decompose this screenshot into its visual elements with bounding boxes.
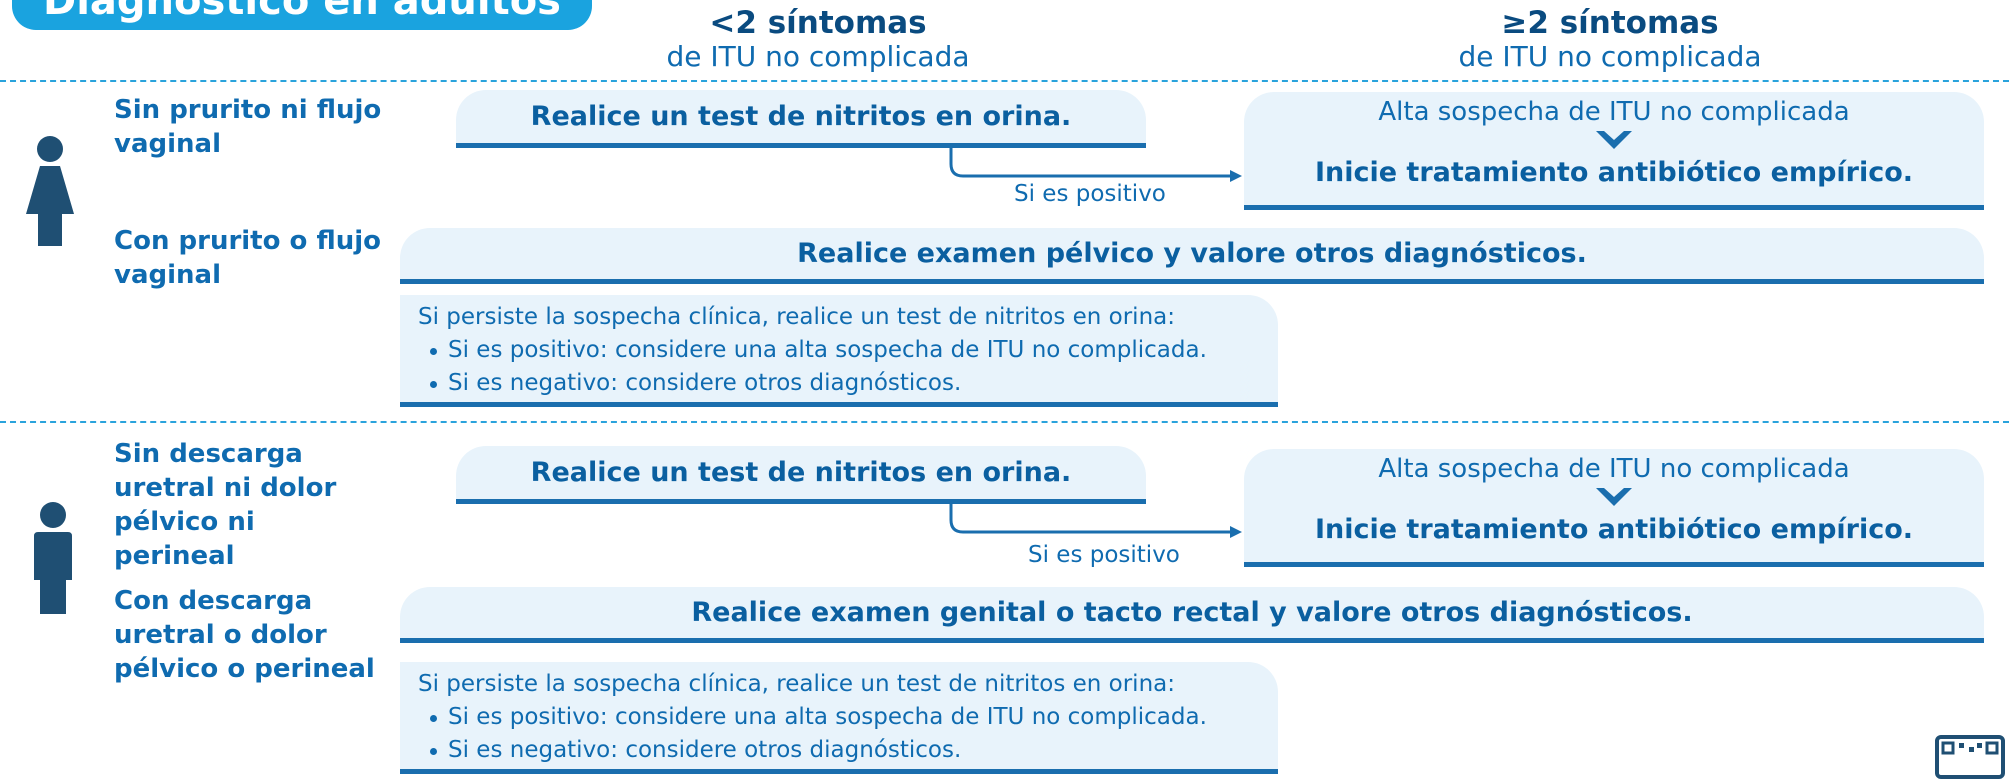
women-condition-1: Sin prurito ni flujo vaginal [114,95,382,159]
qr-code-icon [1935,735,2005,779]
woman-icon [26,136,74,246]
men-positive-label: Si es positivo [1028,542,1180,568]
column-header-right-bold: ≥2 síntomas [1501,5,1719,41]
chevron-down-icon [1596,131,1632,149]
women-pelvic-exam-box: Realice examen pélvico y valore otros di… [400,228,1984,284]
women-nitrite-test-box: Realice un test de nitritos en orina. [456,90,1146,148]
column-header-left-sub: de ITU no complicada [666,39,970,73]
women-note-item: Si es negativo: considere otros diagnóst… [430,367,1278,400]
women-condition-2: Con prurito o flujo vaginal [114,226,381,290]
men-treatment-text: Inicie tratamiento antibiótico empírico. [1314,514,1914,545]
page-title: Diagnóstico en adultos [12,0,592,30]
women-positive-arrow [949,146,1242,182]
women-persist-note: Si persiste la sospecha clínica, realice… [400,295,1278,407]
women-positive-label: Si es positivo [1014,181,1166,207]
men-positive-arrow [949,502,1242,538]
women-high-suspicion-box: Alta sospecha de ITU no complicada Inici… [1244,92,1984,210]
men-nitrite-test-box: Realice un test de nitritos en orina. [456,446,1146,504]
column-header-left-bold: <2 síntomas [709,5,927,41]
men-high-suspicion-text: Alta sospecha de ITU no complicada [1378,454,1850,484]
women-high-suspicion-text: Alta sospecha de ITU no complicada [1378,97,1850,127]
men-condition-1: Sin descarga uretral ni dolor pélvico ni… [114,439,337,571]
men-high-suspicion-box: Alta sospecha de ITU no complicada Inici… [1244,449,1984,567]
men-genital-exam-box: Realice examen genital o tacto rectal y … [400,587,1984,643]
men-note-item: Si es positivo: considere una alta sospe… [430,701,1278,734]
men-note-intro: Si persiste la sospecha clínica, realice… [418,671,1175,697]
column-header-right-sub: de ITU no complicada [1458,39,1762,73]
section-divider-top [0,80,2009,82]
column-header-right: ≥2 síntomas de ITU no complicada [1440,6,1780,72]
chevron-down-icon [1596,488,1632,506]
column-header-left: <2 síntomas de ITU no complicada [648,6,988,72]
women-treatment-text: Inicie tratamiento antibiótico empírico. [1314,157,1914,188]
men-persist-note: Si persiste la sospecha clínica, realice… [400,662,1278,774]
men-note-item: Si es negativo: considere otros diagnóst… [430,734,1278,767]
women-note-intro: Si persiste la sospecha clínica, realice… [418,304,1175,330]
men-condition-2: Con descarga uretral o dolor pélvico o p… [114,586,375,684]
women-note-item: Si es positivo: considere una alta sospe… [430,334,1278,367]
section-divider-middle [0,421,2009,423]
man-icon [34,502,72,614]
